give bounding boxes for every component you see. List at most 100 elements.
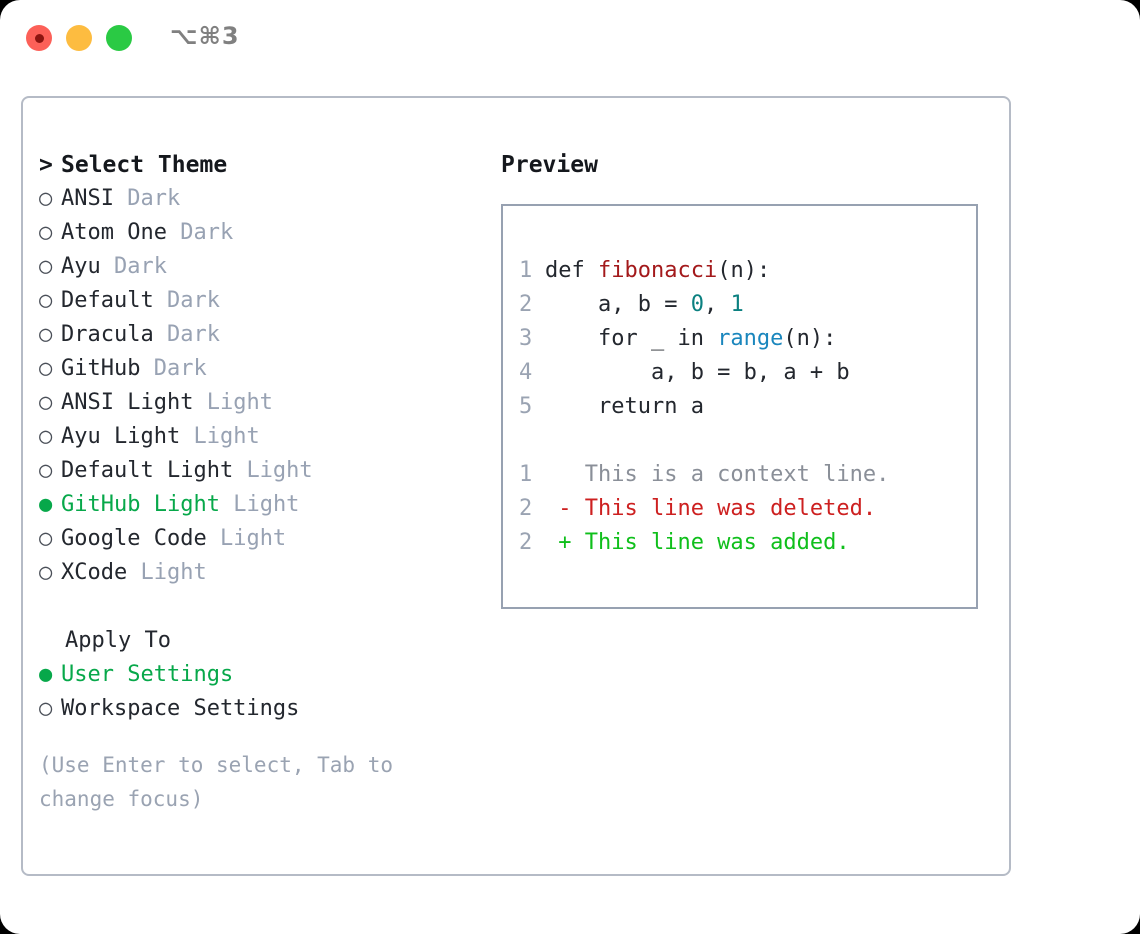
theme-kind-label: Dark <box>114 254 167 279</box>
radio-unselected-icon: ○ <box>39 458 53 483</box>
section-spacer <box>39 590 494 624</box>
prompt-caret-icon: > <box>39 152 53 178</box>
theme-kind-label: Dark <box>127 186 181 211</box>
diff-line-text: This is a context line. <box>545 462 890 487</box>
theme-name: Default <box>61 288 154 313</box>
keyboard-hint: (Use Enter to select, Tab to change focu… <box>39 753 394 811</box>
theme-kind-label: Light <box>246 458 313 483</box>
theme-list-item[interactable]: ○ Default Light Light <box>39 454 494 488</box>
theme-list-item[interactable]: ○ Dracula Dark <box>39 318 494 352</box>
theme-kind-label: Dark <box>153 356 207 381</box>
theme-list-item[interactable]: ○ Google Code Light <box>39 522 494 556</box>
theme-kind-label: Dark <box>166 322 220 347</box>
code-token: 0 <box>690 292 704 317</box>
code-token: for _ in <box>545 326 718 351</box>
theme-kind-label: Light <box>206 390 273 415</box>
code-token: (n): <box>717 258 771 283</box>
apply-to-option-label: User Settings <box>61 662 234 687</box>
theme-name: GitHub Light <box>61 492 220 517</box>
theme-name: Google Code <box>61 526 207 551</box>
preview-title: Preview <box>501 152 598 178</box>
code-line-number: 1 <box>519 258 533 283</box>
keyboard-shortcut-label: ⌥⌘3 <box>170 22 240 50</box>
code-line: 4 a, b = b, a + b <box>519 356 976 390</box>
radio-selected-icon: ● <box>39 492 53 517</box>
code-line-number: 2 <box>519 292 533 317</box>
code-token: def <box>545 258 598 283</box>
theme-list-item[interactable]: ○ Atom One Dark <box>39 216 494 250</box>
theme-kind-label: Light <box>219 526 287 551</box>
theme-kind-label: Light <box>193 424 260 449</box>
code-line: 3 for _ in range(n): <box>519 322 976 356</box>
radio-unselected-icon: ○ <box>39 526 53 551</box>
apply-to-option[interactable]: ● User Settings <box>39 658 494 692</box>
theme-list-item[interactable]: ●GitHub Light Light <box>39 488 494 522</box>
apply-to-list: ● User Settings ○ Workspace Settings <box>39 658 494 726</box>
theme-list-item[interactable]: ○ Ayu Dark <box>39 250 494 284</box>
theme-name: Ayu <box>61 254 101 279</box>
diff-line: 2 + This line was added. <box>519 526 976 560</box>
theme-list-item[interactable]: ○XCode Light <box>39 556 494 590</box>
theme-name: ANSI <box>61 186 114 211</box>
code-line: 2 a, b = 0, 1 <box>519 288 976 322</box>
apply-to-option[interactable]: ○ Workspace Settings <box>39 692 494 726</box>
theme-name: Default Light <box>61 458 234 483</box>
radio-unselected-icon: ○ <box>39 696 53 721</box>
window-controls <box>26 25 132 51</box>
code-diff-spacer <box>519 424 976 458</box>
close-button[interactable] <box>26 25 52 51</box>
radio-unselected-icon: ○ <box>39 390 53 415</box>
code-token: range <box>717 326 784 351</box>
diff-sample: 1 This is a context line. 2 - This line w… <box>519 458 976 560</box>
code-token: a, b = <box>545 292 691 317</box>
theme-name: Ayu Light <box>61 424 181 449</box>
radio-unselected-icon: ○ <box>39 322 53 347</box>
theme-kind-label: Dark <box>166 288 220 313</box>
apply-to-option-label: Workspace Settings <box>61 696 300 721</box>
theme-name: Dracula <box>61 322 154 347</box>
theme-name: ANSI Light <box>61 390 194 415</box>
radio-unselected-icon: ○ <box>39 424 53 449</box>
diff-line-number: 2 <box>519 530 533 555</box>
content-panel: > Select Theme ○ ANSI Dark ○ Atom One Dark ○ A… <box>21 96 1011 876</box>
theme-kind-label: Dark <box>180 220 234 245</box>
minimize-button[interactable] <box>66 25 92 51</box>
theme-name: XCode <box>61 560 128 585</box>
select-theme-heading-label: Select Theme <box>61 152 228 178</box>
code-line-number: 4 <box>519 360 533 385</box>
theme-list-item[interactable]: ○ ANSI Dark <box>39 182 494 216</box>
zoom-button[interactable] <box>106 25 132 51</box>
code-token: , <box>703 292 731 317</box>
window-titlebar: ⌥⌘3 <box>0 0 1140 76</box>
diff-line-text: - This line was deleted. <box>545 496 877 521</box>
code-token: a, b = b, a + b <box>545 360 850 385</box>
theme-name: GitHub <box>61 356 141 381</box>
code-token: (n): <box>783 326 837 351</box>
code-token: fibonacci <box>597 258 718 283</box>
theme-list: ○ANSI Dark○Atom One Dark○Ayu Dark○Defaul… <box>39 182 494 590</box>
diff-line-number: 1 <box>519 462 533 487</box>
diff-line: 2 - This line was deleted. <box>519 492 976 526</box>
theme-list-item[interactable]: ○Default Dark <box>39 284 494 318</box>
radio-unselected-icon: ○ <box>39 186 53 211</box>
radio-unselected-icon: ○ <box>39 254 53 279</box>
code-token: return a <box>545 394 704 419</box>
diff-line-number: 2 <box>519 496 533 521</box>
theme-list-item[interactable]: ○ GitHub Dark <box>39 352 494 386</box>
code-line: 5 return a <box>519 390 976 424</box>
radio-unselected-icon: ○ <box>39 220 53 245</box>
theme-list-item[interactable]: ○ ANSI Light Light <box>39 386 494 420</box>
radio-unselected-icon: ○ <box>39 356 53 381</box>
theme-selector-column: > Select Theme ○ ANSI Dark ○ Atom One Dark ○ A… <box>39 148 494 816</box>
radio-selected-icon: ● <box>39 662 53 687</box>
theme-list-item[interactable]: ○ Ayu Light Light <box>39 420 494 454</box>
code-line: 1 def fibonacci(n): <box>519 254 976 288</box>
code-token: 1 <box>730 292 744 317</box>
code-line-number: 3 <box>519 326 533 351</box>
theme-kind-label: Light <box>140 560 207 585</box>
code-line-number: 5 <box>519 394 533 419</box>
theme-name: Atom One <box>61 220 167 245</box>
